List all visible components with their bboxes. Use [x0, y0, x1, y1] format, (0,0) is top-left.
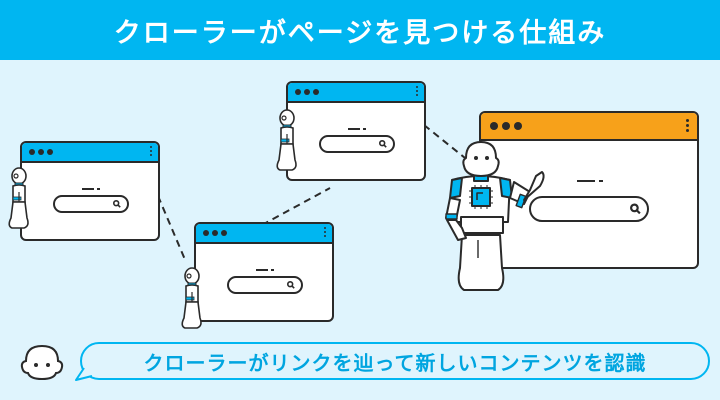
browser-window-2	[194, 222, 334, 322]
search-bar	[53, 195, 129, 213]
logo-placeholder	[348, 128, 360, 130]
search-icon	[379, 140, 387, 148]
kebab-menu-icon	[686, 119, 689, 132]
search-icon	[113, 200, 121, 208]
link-line-3-to-new	[423, 124, 471, 163]
logo-placeholder	[256, 269, 268, 271]
window-titlebar	[22, 143, 158, 163]
search-bar	[227, 276, 303, 294]
search-icon	[630, 203, 641, 215]
logo-placeholder	[82, 188, 94, 190]
window-titlebar	[288, 83, 424, 103]
window-dots-icon	[295, 89, 319, 95]
window-titlebar	[481, 113, 697, 141]
page-title: クローラーがページを見つける仕組み	[113, 17, 607, 49]
caption-bubble: クローラーがリンクを辿って新しいコンテンツを認識	[80, 342, 710, 380]
search-icon	[287, 281, 295, 289]
header-banner: クローラーがページを見つける仕組み	[0, 0, 720, 60]
kebab-menu-icon	[416, 86, 418, 96]
link-line-2-to-3	[261, 187, 331, 226]
caption-text: クローラーがリンクを辿って新しいコンテンツを認識	[143, 350, 647, 375]
browser-window-1	[20, 141, 160, 241]
search-bar	[319, 135, 395, 153]
window-dots-icon	[29, 149, 53, 155]
robot-avatar-icon	[20, 344, 64, 381]
window-dots-icon	[203, 230, 227, 236]
logo-placeholder	[577, 180, 595, 182]
kebab-menu-icon	[324, 227, 326, 237]
search-bar	[529, 196, 649, 222]
window-titlebar	[196, 224, 332, 244]
kebab-menu-icon	[150, 146, 152, 156]
window-dots-icon	[490, 122, 522, 130]
robot-icon-large	[445, 141, 545, 291]
